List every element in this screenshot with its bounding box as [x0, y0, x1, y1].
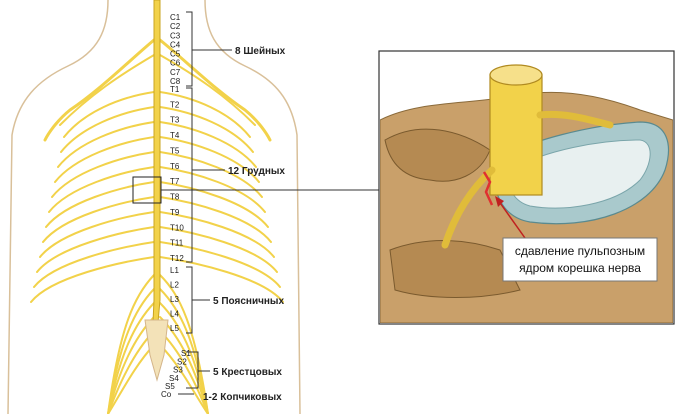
intercostal-nerve-left — [57, 121, 155, 168]
vertebra-label-c6: C6 — [170, 59, 181, 68]
vertebra-label-s3: S3 — [173, 366, 183, 375]
intercostal-nerve-right — [159, 166, 266, 213]
vertebra-label-l3: L3 — [170, 295, 179, 304]
vertebra-label-t9: T9 — [170, 208, 180, 217]
sacral-group-label: 5 Крестцовых — [213, 367, 282, 378]
callout-box — [502, 237, 658, 282]
callout-line2: ядром корешка нерва — [519, 261, 641, 275]
vertebra-label-t2: T2 — [170, 100, 180, 109]
vertebra-label-s1: S1 — [181, 349, 191, 358]
vertebra-label-s5: S5 — [165, 382, 175, 391]
nerve-plexus-right — [159, 54, 256, 126]
intercostal-nerve-left — [54, 136, 155, 183]
intercostal-nerve-left — [36, 226, 155, 273]
vertebra-label-l5: L5 — [170, 324, 179, 333]
intercostal-nerve-left — [30, 256, 155, 303]
vertebra-label-t4: T4 — [170, 131, 180, 140]
vertebra-label-co: Co — [161, 390, 172, 399]
thoracic-bracket — [186, 87, 193, 263]
nucleus-pulposus — [508, 139, 651, 209]
intercostal-nerve-right — [159, 226, 278, 273]
nerve-arm-left — [43, 38, 156, 142]
intercostal-nerve-right — [159, 106, 254, 153]
sacrum — [144, 319, 169, 382]
intercostal-nerve-right — [159, 181, 269, 228]
nerve-root-right — [536, 110, 614, 129]
vertebra-label-c2: C2 — [170, 22, 181, 31]
back-silhouette — [7, 0, 301, 414]
intercostal-nerve-left — [63, 91, 155, 138]
left-body-outline — [7, 0, 109, 414]
vertebra-label-l1: L1 — [170, 266, 179, 275]
intercostal-nerve-left — [45, 181, 155, 228]
intercostal-nerve-right — [159, 256, 284, 303]
inset-panel: сдавление пульпозным ядром корешка нерва — [378, 50, 675, 325]
lower-vertebra — [389, 240, 521, 298]
spinal-cord-segment — [489, 74, 543, 196]
vertebra-label-t7: T7 — [170, 177, 180, 186]
vertebra-label-c1: C1 — [170, 13, 181, 22]
vertebra-label-t6: T6 — [170, 162, 180, 171]
intercostal-nerve-right — [159, 211, 275, 258]
intercostal-nerve-left — [48, 166, 155, 213]
intercostal-nerve-right — [159, 121, 257, 168]
cervical-bracket — [186, 11, 193, 87]
callout-line1: сдавление пульпозным — [515, 244, 645, 258]
intercostal-nerve-right — [159, 91, 251, 138]
vertebra-label-s2: S2 — [177, 357, 187, 366]
vertebra-labels: C1C2C3C4C5C6C7C8T1T2T3T4T5T6T7T8T9T10T11… — [161, 13, 191, 399]
intercostal-nerve-right — [159, 136, 260, 183]
intercostal-nerve-right — [159, 241, 281, 288]
intercostal-nerve-left — [51, 151, 155, 198]
vertebra-label-c3: C3 — [170, 31, 181, 40]
lumbar-nerve-right — [159, 344, 209, 414]
intercostal-nerve-left — [39, 211, 155, 258]
spinal-cord-top — [489, 64, 543, 86]
vertebra-label-c7: C7 — [170, 68, 181, 77]
vertebra-label-l2: L2 — [170, 281, 179, 290]
spinal-nerves — [30, 38, 284, 414]
vertebra-label-t12: T12 — [170, 254, 184, 263]
compression-mark — [482, 171, 494, 206]
intercostal-nerve-right — [159, 196, 272, 243]
vertebra-label-l4: L4 — [170, 310, 179, 319]
coccygeal-group-label: 1-2 Копчиковых — [203, 392, 282, 403]
intercostal-nerve-left — [42, 196, 155, 243]
vertebra-label-t11: T11 — [170, 239, 184, 248]
vertebra-label-t5: T5 — [170, 146, 180, 155]
vertebra-label-t3: T3 — [170, 116, 180, 125]
group-brackets — [178, 11, 232, 395]
intercostal-nerve-left — [60, 106, 155, 153]
group-labels: 8 Шейных 12 Грудных 5 Поясничных 5 Крест… — [203, 46, 286, 403]
lumbar-group-label: 5 Поясничных — [213, 296, 284, 307]
nerve-arm-right — [158, 38, 272, 142]
callout-arrow — [497, 199, 526, 239]
vertebra-label-s4: S4 — [169, 374, 179, 383]
vertebra-label-t1: T1 — [170, 85, 180, 94]
arrow-head — [495, 196, 504, 207]
sacral-bracket — [186, 351, 199, 389]
vertebra-label-t8: T8 — [170, 193, 180, 202]
cervical-group-label: 8 Шейных — [235, 46, 286, 57]
intercostal-nerve-left — [33, 241, 155, 288]
lumbar-nerve-right — [159, 302, 209, 414]
thoracic-group-label: 12 Грудных — [228, 166, 285, 177]
vertebra-label-c8: C8 — [170, 77, 181, 86]
spinal-cord — [144, 0, 169, 382]
lumbar-nerve-left — [107, 302, 155, 414]
intercostal-nerve-right — [159, 151, 263, 198]
nerve-plexus-left — [59, 54, 155, 126]
lumbar-nerve-left — [107, 344, 155, 414]
right-body-outline — [204, 0, 301, 414]
vertebral-process — [384, 128, 491, 182]
vertebra-label-c5: C5 — [170, 50, 181, 59]
vertebra-label-c4: C4 — [170, 40, 181, 49]
vertebra-label-t10: T10 — [170, 223, 184, 232]
